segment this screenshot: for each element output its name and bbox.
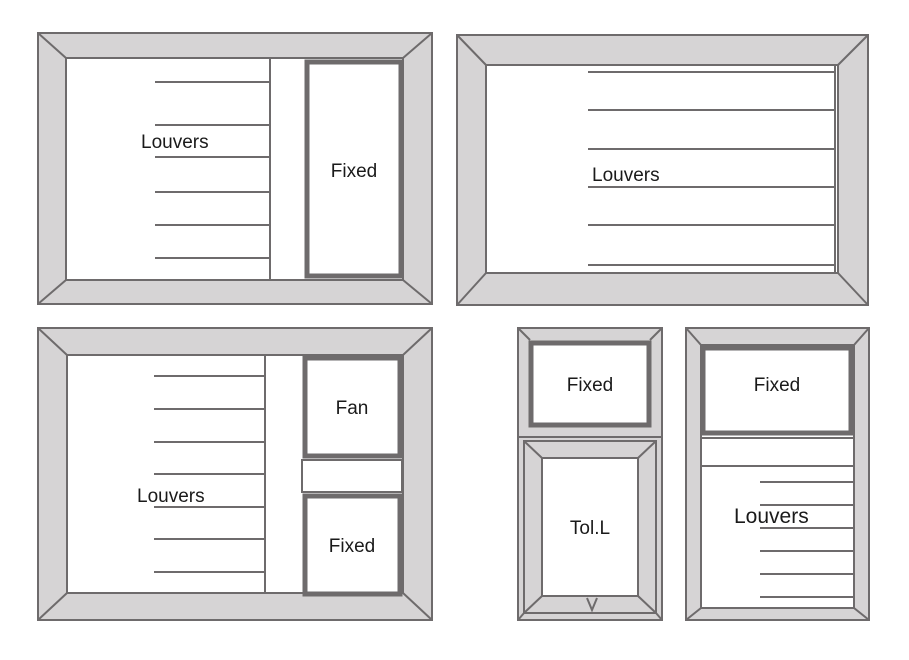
- frame-miter: [402, 279, 433, 305]
- sash-miter: [523, 595, 543, 614]
- window-5: [685, 327, 870, 621]
- window-2-opening: [485, 64, 839, 274]
- fixed-pane: [700, 345, 854, 436]
- frame-miter: [37, 279, 67, 305]
- sash-miter: [523, 440, 543, 459]
- fixed-label: Fixed: [329, 536, 375, 557]
- louvers-label: Louvers: [734, 505, 809, 528]
- frame-miter: [37, 592, 68, 621]
- fixed-pane: [302, 493, 403, 597]
- fixed-label: Fixed: [754, 375, 800, 396]
- frame-miter: [456, 34, 487, 66]
- fixed-pane: [528, 340, 652, 428]
- louvers-label: Louvers: [141, 132, 209, 153]
- sash-miter: [637, 595, 657, 614]
- frame-miter: [402, 32, 433, 59]
- frame-miter: [655, 612, 663, 621]
- frame-miter: [517, 612, 525, 621]
- window-2: [456, 34, 869, 306]
- window-3: [37, 327, 433, 621]
- fan-pane: [302, 355, 403, 459]
- frame-miter: [402, 327, 433, 356]
- louver-slats: [155, 81, 270, 259]
- louvers-label: Louvers: [592, 165, 660, 186]
- louver-slats: [760, 481, 854, 598]
- frame-miter: [685, 607, 702, 621]
- window-4: [517, 327, 663, 621]
- transom-rail: [301, 459, 403, 493]
- sash-miter: [637, 440, 657, 459]
- fixed-pane: [304, 59, 404, 279]
- louvers-label: Louvers: [137, 486, 205, 507]
- frame-miter: [853, 607, 870, 621]
- frame-miter: [837, 272, 869, 306]
- frame-miter: [517, 327, 531, 341]
- frame-miter: [837, 34, 869, 66]
- frame-miter: [37, 32, 67, 59]
- frame-miter: [37, 327, 68, 356]
- tilt-pane: [541, 457, 639, 597]
- frame-miter: [853, 327, 870, 346]
- hinge-indicator: [586, 597, 598, 613]
- frame-miter: [456, 272, 487, 306]
- frame-miter: [649, 327, 663, 341]
- fan-label: Fan: [336, 398, 369, 419]
- window-1: [37, 32, 433, 305]
- frame-miter: [685, 327, 702, 346]
- louver-slats: [154, 375, 265, 573]
- fixed-label: Fixed: [567, 375, 613, 396]
- louver-slats: [588, 71, 835, 266]
- tilt-label: Tol.L: [570, 518, 610, 539]
- fixed-label: Fixed: [331, 161, 377, 182]
- frame-miter: [402, 592, 433, 621]
